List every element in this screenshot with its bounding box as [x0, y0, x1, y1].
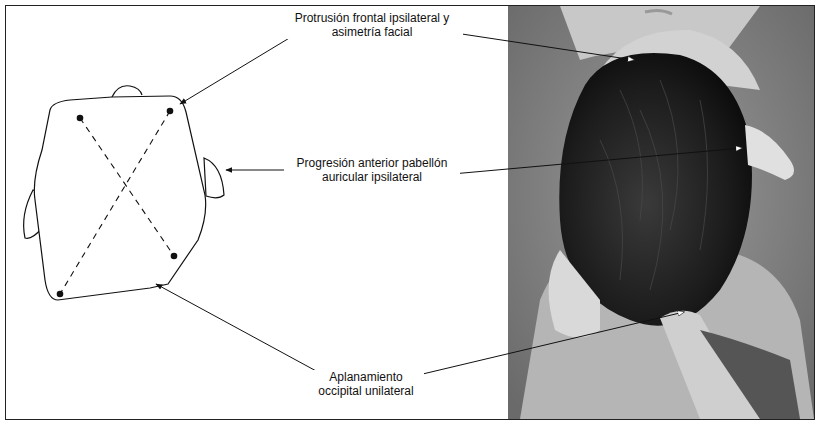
callout-label: Progresión anterior pabellón auricular i…: [284, 156, 460, 184]
callout-label: Aplanamiento occipital unilateral: [308, 370, 424, 398]
leader-lines: [156, 31, 742, 377]
photo: [508, 6, 814, 419]
skull-outline: [24, 86, 224, 300]
measure-dots: [57, 108, 178, 298]
frame: [6, 6, 815, 420]
diagonal-lines: [60, 111, 174, 294]
callout-label: Protrusión frontal ipsilateral y asimetr…: [281, 11, 463, 39]
